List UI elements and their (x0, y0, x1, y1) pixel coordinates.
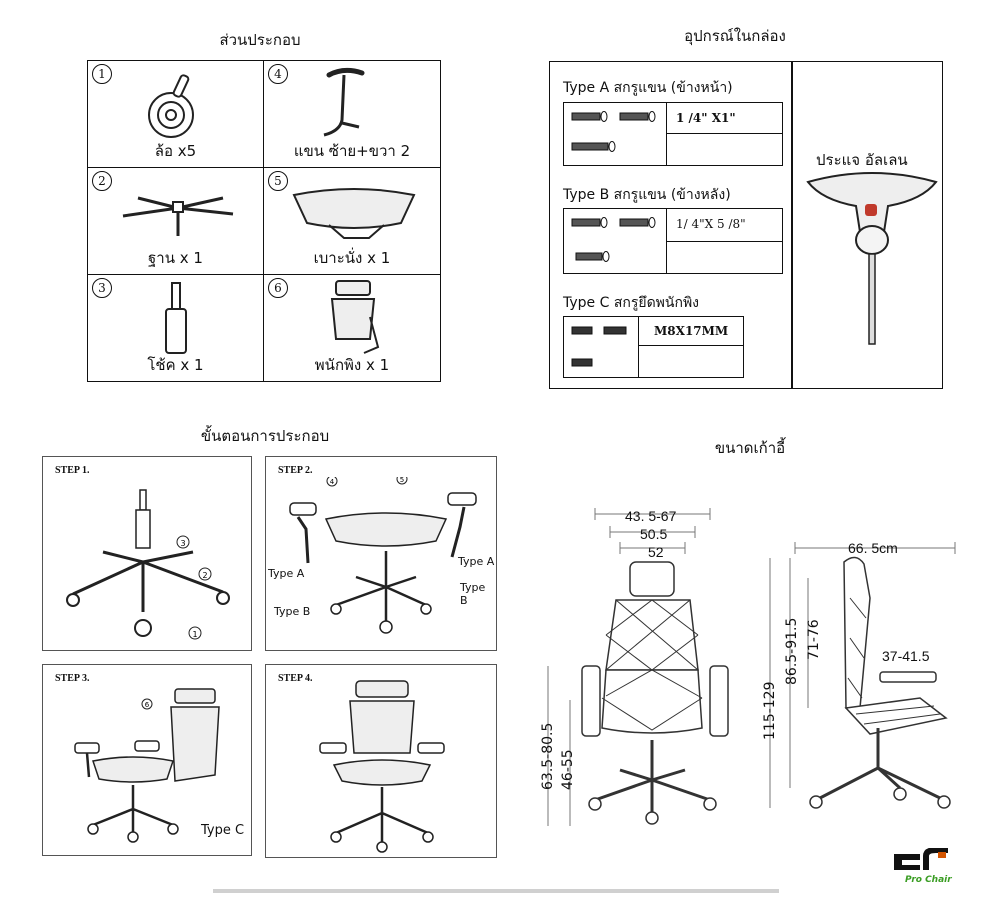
part-label: เบาะนั่ง x 1 (313, 249, 391, 267)
step-label: Type C (201, 823, 245, 838)
dim-seat-depth: 37-41.5 (882, 648, 930, 664)
chair-side-drawing (769, 542, 956, 809)
screw-icon (571, 217, 656, 262)
dim-back-height-2: 71-76 (806, 619, 822, 660)
part-cell-wheel: 1 ล้อ x5 (88, 61, 264, 168)
type-a-label: Type A สกรูแขน (ข้างหน้า) (563, 80, 733, 96)
part-number: 4 (268, 64, 288, 84)
step-3-panel: STEP 3. 6 Type C (42, 664, 252, 856)
step-label: Type A (268, 567, 305, 580)
type-a-spec: 1 /4" X1" (676, 111, 736, 125)
step-title: STEP 4. (278, 673, 313, 684)
pro-chair-logo (894, 848, 948, 870)
part-number: 6 (268, 278, 288, 298)
dim-width-1: 43. 5-67 (625, 508, 677, 524)
step-1-panel: STEP 1. 3 2 1 (42, 456, 252, 651)
chair-front-drawing (547, 508, 729, 826)
type-b-table: 1/ 4"X 5 /8" (563, 208, 783, 274)
backrest-illustration (330, 280, 380, 354)
dim-back-height-1: 86.5-91.5 (784, 617, 800, 685)
type-b-label: Type B สกรูแขน (ข้างหลัง) (563, 187, 731, 203)
step-label: Type B (274, 605, 311, 618)
box-contents-panel: Type A สกรูแขน (ข้างหน้า) 1 /4" X1" Type… (549, 61, 943, 389)
part-cell-base: 2 ฐาน x 1 (88, 168, 264, 275)
type-c-table: M8X17MM (563, 316, 744, 378)
part-label: แขน ซ้าย+ขวา 2 (293, 142, 411, 160)
step-label: Type B (460, 581, 486, 607)
seat-illustration (292, 188, 416, 239)
part-number: 5 (268, 171, 288, 191)
step-4-panel: STEP 4. (265, 664, 497, 858)
step-3-illustration: 6 (74, 688, 220, 843)
step-2-illustration: 4 5 (289, 477, 477, 634)
dim-width-3: 52 (648, 544, 664, 560)
chair-size-title: ขนาดเก้าอี้ (714, 439, 786, 457)
assembly-steps-title: ขั้นตอนการประกอบ (200, 427, 330, 445)
logo-text: Pro Chair (905, 875, 952, 885)
wheel-illustration (148, 74, 194, 138)
part-label: ล้อ x5 (154, 142, 197, 160)
step-title: STEP 1. (55, 465, 90, 476)
part-label: พนักพิง x 1 (314, 356, 390, 374)
screw-icon (571, 326, 627, 367)
part-cell-seat: 5 เบาะนั่ง x 1 (264, 168, 440, 275)
base-illustration (122, 196, 234, 236)
type-c-spec: M8X17MM (654, 324, 729, 338)
step-mark: 2 (202, 571, 207, 580)
divider (791, 62, 793, 388)
parts-grid: 1 ล้อ x5 4 แขน ซ้าย+ขวา 2 2 ฐาน x 1 5 (87, 60, 441, 382)
armrest-illustration (323, 67, 365, 137)
step-title: STEP 2. (278, 465, 313, 476)
type-b-spec: 1/ 4"X 5 /8" (676, 217, 746, 231)
part-number: 2 (92, 171, 112, 191)
allen-wrench-icon (806, 172, 938, 345)
box-contents-title: อุปกรณ์ในกล่อง (684, 27, 786, 45)
step-4-illustration (319, 680, 445, 853)
step-mark: 6 (145, 701, 150, 709)
step-2-panel: STEP 2. 4 5 Type A Type B Type A Type B (265, 456, 497, 651)
allen-wrench-label: ประแจ อัลเลน (816, 151, 908, 169)
footer-divider (213, 889, 779, 893)
dim-width-2: 50.5 (640, 526, 668, 542)
part-cell-backrest: 6 พนักพิง x 1 (264, 275, 440, 381)
step-title: STEP 3. (55, 673, 90, 684)
step-mark: 1 (192, 630, 197, 639)
dim-depth: 66. 5cm (848, 540, 898, 556)
step-mark: 5 (400, 477, 404, 484)
part-label: โช้ค x 1 (147, 356, 204, 374)
part-cell-armrest: 4 แขน ซ้าย+ขวา 2 (264, 61, 440, 168)
parts-title: ส่วนประกอบ (219, 31, 301, 49)
part-cell-gas-lift: 3 โช้ค x 1 (88, 275, 264, 381)
step-label: Type A (458, 555, 495, 568)
step-mark: 3 (180, 539, 185, 548)
dim-total-height: 115-129 (762, 681, 778, 741)
dim-seat-height: 63.5-80.5 (540, 722, 556, 790)
type-a-table: 1 /4" X1" (563, 102, 783, 166)
type-c-label: Type C สกรูยึดพนักพิง (563, 295, 700, 311)
dim-arm-height: 46-55 (560, 749, 576, 790)
part-number: 1 (92, 64, 112, 84)
gas-lift-illustration (165, 282, 187, 354)
step-mark: 4 (330, 478, 335, 486)
part-label: ฐาน x 1 (148, 249, 203, 267)
screw-icon (571, 111, 656, 152)
part-number: 3 (92, 278, 112, 298)
step-1-illustration: 3 2 1 (66, 489, 230, 640)
